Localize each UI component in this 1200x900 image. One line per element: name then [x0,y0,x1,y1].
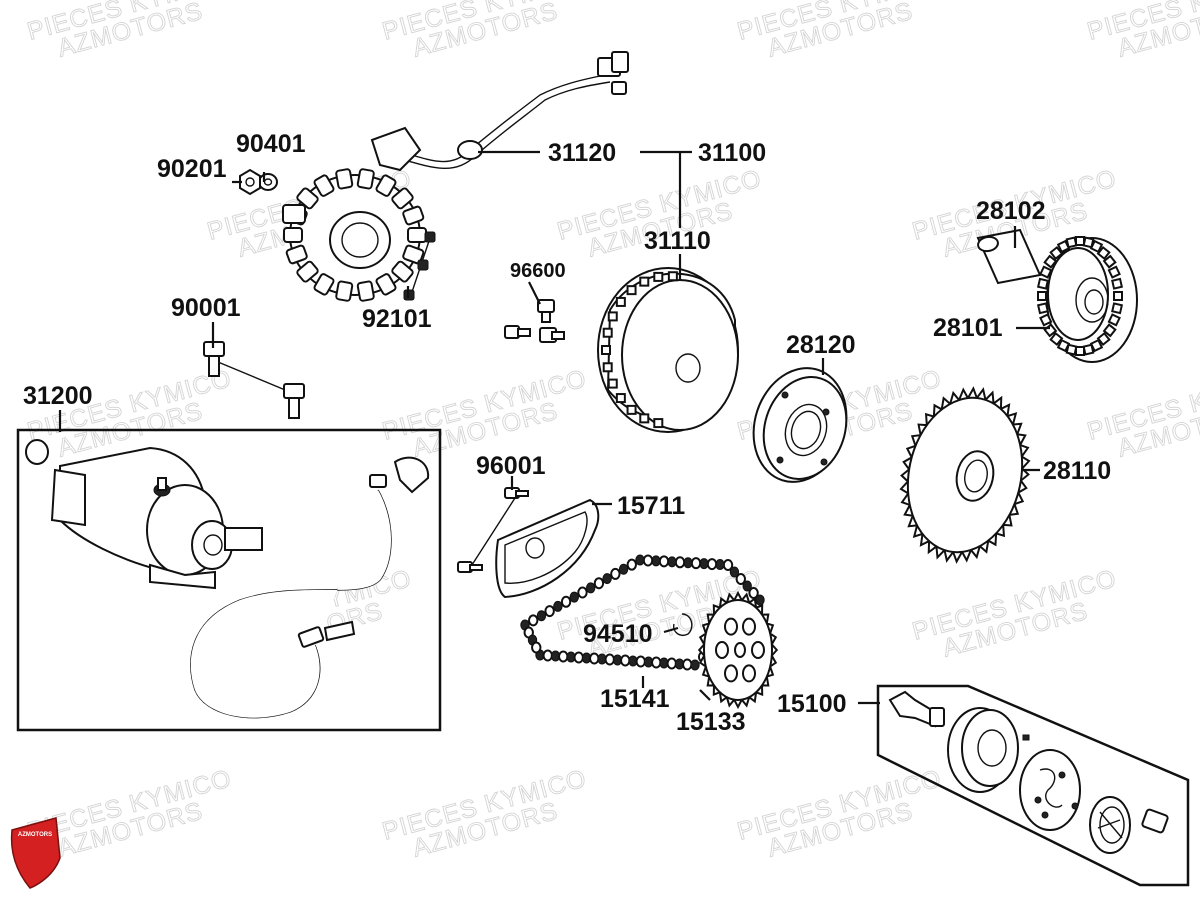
callout-31120[interactable]: 31120 [548,139,616,167]
starter-driven-gear[interactable] [885,376,1044,573]
flywheel-rotor[interactable] [597,267,739,433]
callout-15133[interactable]: 15133 [676,708,746,736]
callout-28102[interactable]: 28102 [976,197,1046,225]
callout-31100[interactable]: 31100 [698,139,766,167]
oil-pump-assembly[interactable] [888,690,1169,854]
bolts-96001[interactable] [457,487,529,573]
washer-90401[interactable] [258,173,278,191]
starter-motor[interactable] [25,439,430,719]
callout-28110[interactable]: 28110 [1043,457,1111,485]
idle-gear[interactable] [1036,236,1138,363]
callout-90401[interactable]: 90401 [236,130,306,158]
logo-text: AZMOTORS [18,832,52,838]
idle-gear-shaft[interactable] [976,228,1042,285]
leader-lines [58,150,1050,705]
callout-31200[interactable]: 31200 [23,382,93,410]
oil-pump-box [876,684,1190,887]
shield-icon [10,817,61,889]
callout-94510[interactable]: 94510 [583,620,653,648]
callout-31110[interactable]: 31110 [644,227,711,255]
callout-90001[interactable]: 90001 [171,294,241,322]
starter-motor-box [16,428,442,732]
clip-94510[interactable] [673,613,693,636]
azmotors-logo: AZMOTORS [10,817,61,889]
callout-28120[interactable]: 28120 [786,331,856,359]
callout-92101[interactable]: 92101 [362,305,432,333]
callout-15100[interactable]: 15100 [777,690,847,718]
callout-96001[interactable]: 96001 [476,452,546,480]
nut-90201[interactable] [239,168,261,196]
sprocket[interactable] [697,590,779,710]
callout-15141[interactable]: 15141 [600,685,670,713]
stator-assembly[interactable] [282,51,629,302]
bolts-96600[interactable] [504,299,565,343]
callout-28101[interactable]: 28101 [933,314,1003,342]
callout-labels: 31120 31100 90401 90201 31110 28102 9660… [23,130,1111,736]
callout-90201[interactable]: 90201 [157,155,227,183]
chain-cover[interactable] [495,498,600,599]
starter-clutch[interactable] [739,356,860,494]
callout-15711[interactable]: 15711 [617,492,685,520]
bolts-90001[interactable] [203,341,305,419]
callout-96600[interactable]: 96600 [510,260,566,282]
